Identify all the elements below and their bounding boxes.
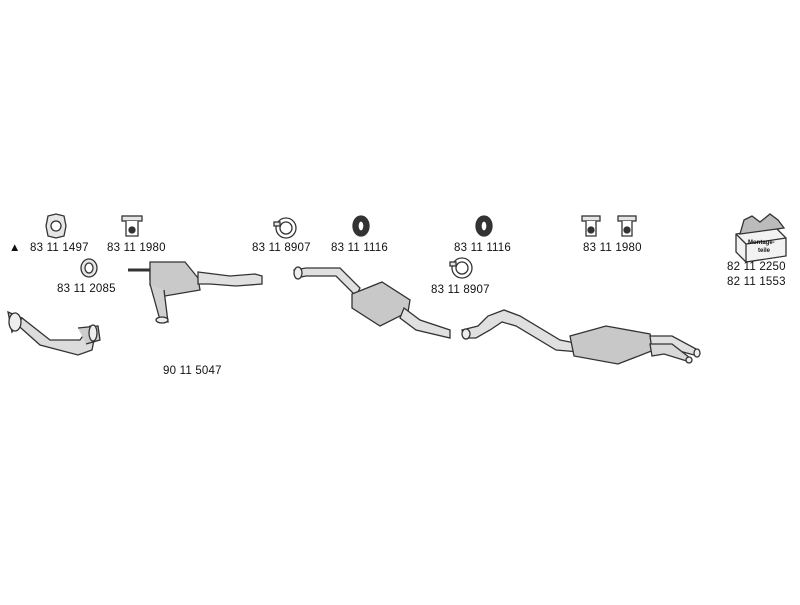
part-label-hanger-right: 83 11 1980	[583, 242, 642, 254]
rubber-hanger-icon	[581, 215, 601, 237]
kit-box-label-1: Montage-	[748, 240, 775, 246]
rear-silencer-section	[461, 309, 701, 365]
rubber-ring-icon	[352, 215, 370, 237]
rubber-hanger-icon	[121, 215, 143, 237]
part-label-rubber-ring-right: 83 11 1116	[454, 242, 511, 254]
rubber-ring-icon	[475, 215, 493, 237]
front-down-pipe	[7, 310, 101, 356]
rubber-hanger-icon	[617, 215, 637, 237]
part-label-kit-2: 82 11 1553	[727, 276, 786, 288]
part-label-clamp-right: 83 11 8907	[431, 284, 490, 296]
triangle-marker: ▲	[9, 242, 21, 254]
catalytic-converter-section	[128, 261, 263, 324]
pipe-clamp-icon	[449, 257, 473, 279]
sealing-ring-icon	[80, 258, 98, 278]
part-label-main-pipe: 90 11 5047	[163, 365, 222, 377]
mounting-kit-box-icon	[735, 213, 787, 263]
part-label-kit-1: 82 11 2250	[727, 261, 786, 273]
part-label-hanger-left: 83 11 1980	[107, 242, 166, 254]
part-label-rubber-ring-mid: 83 11 1116	[331, 242, 388, 254]
part-label-ring-left: 83 11 2085	[57, 283, 116, 295]
part-label-clamp-mid: 83 11 8907	[252, 242, 311, 254]
part-number: 83 11 1497	[30, 242, 89, 254]
part-label-gasket: ▲ 83 11 1497	[9, 242, 89, 254]
square-gasket-icon	[45, 213, 67, 239]
kit-box-label-2: teile	[758, 248, 771, 254]
pipe-clamp-icon	[273, 217, 297, 239]
middle-silencer-section	[293, 266, 451, 339]
